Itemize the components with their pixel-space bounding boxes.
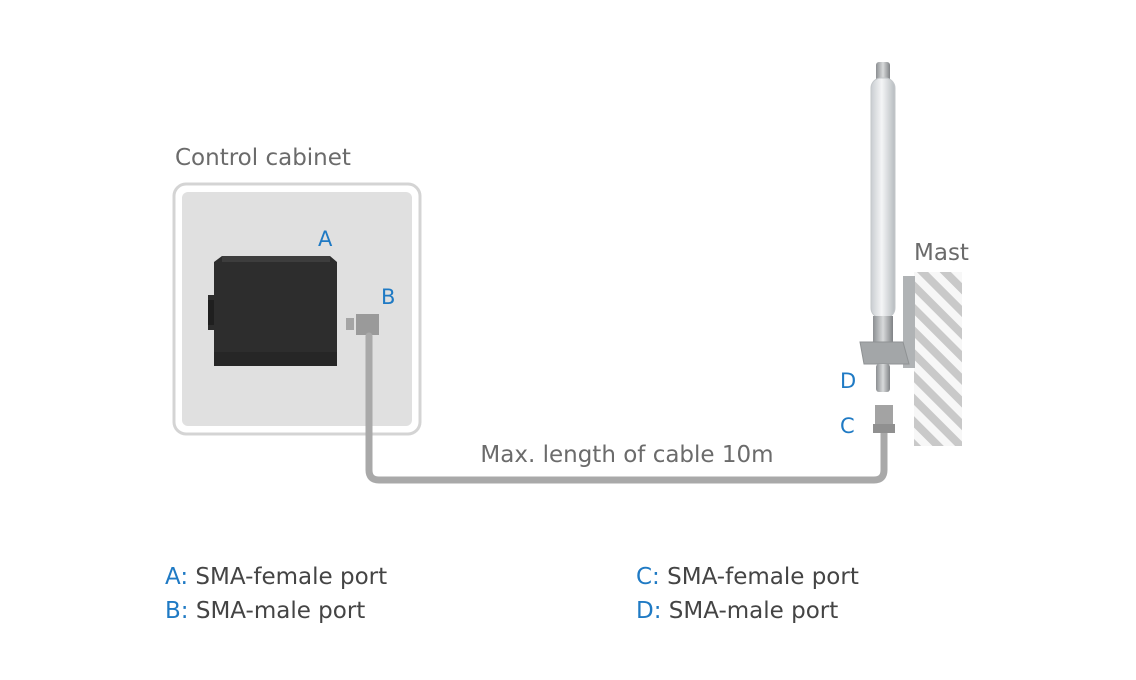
legend-item-b: B: SMA-male port — [165, 594, 387, 628]
point-label-a: A — [318, 227, 333, 251]
point-label-b: B — [381, 285, 395, 309]
legend-text: SMA-female port — [195, 564, 388, 590]
antenna — [859, 62, 910, 392]
mast-wall — [914, 272, 962, 446]
legend-item-c: C: SMA-female port — [636, 560, 859, 594]
legend-key: A: — [165, 564, 189, 590]
legend-key: D: — [636, 598, 662, 624]
legend-key: B: — [165, 598, 189, 624]
port-b-connector — [356, 314, 379, 335]
point-label-d: D — [840, 369, 856, 393]
legend-item-a: A: SMA-female port — [165, 560, 387, 594]
legend-item-d: D: SMA-male port — [636, 594, 859, 628]
port-b-pin — [346, 318, 354, 330]
port-c-connector — [875, 405, 893, 425]
legend-text: SMA-female port — [667, 564, 859, 590]
cabinet-title: Control cabinet — [175, 145, 351, 171]
legend-left: A: SMA-female port B: SMA-male port — [165, 560, 387, 628]
cable-length-label: Max. length of cable 10m — [480, 442, 773, 468]
legend-text: SMA-male port — [195, 598, 366, 624]
legend-text: SMA-male port — [668, 598, 839, 624]
router-device — [208, 256, 337, 366]
legend-key: C: — [636, 564, 660, 590]
mast-bracket-vertical — [903, 276, 915, 368]
antenna-cable — [365, 332, 888, 484]
mast-title: Mast — [914, 240, 969, 266]
legend-right: C: SMA-female port D: SMA-male port — [636, 560, 859, 628]
port-c-base — [873, 424, 895, 433]
point-label-c: C — [840, 414, 855, 438]
